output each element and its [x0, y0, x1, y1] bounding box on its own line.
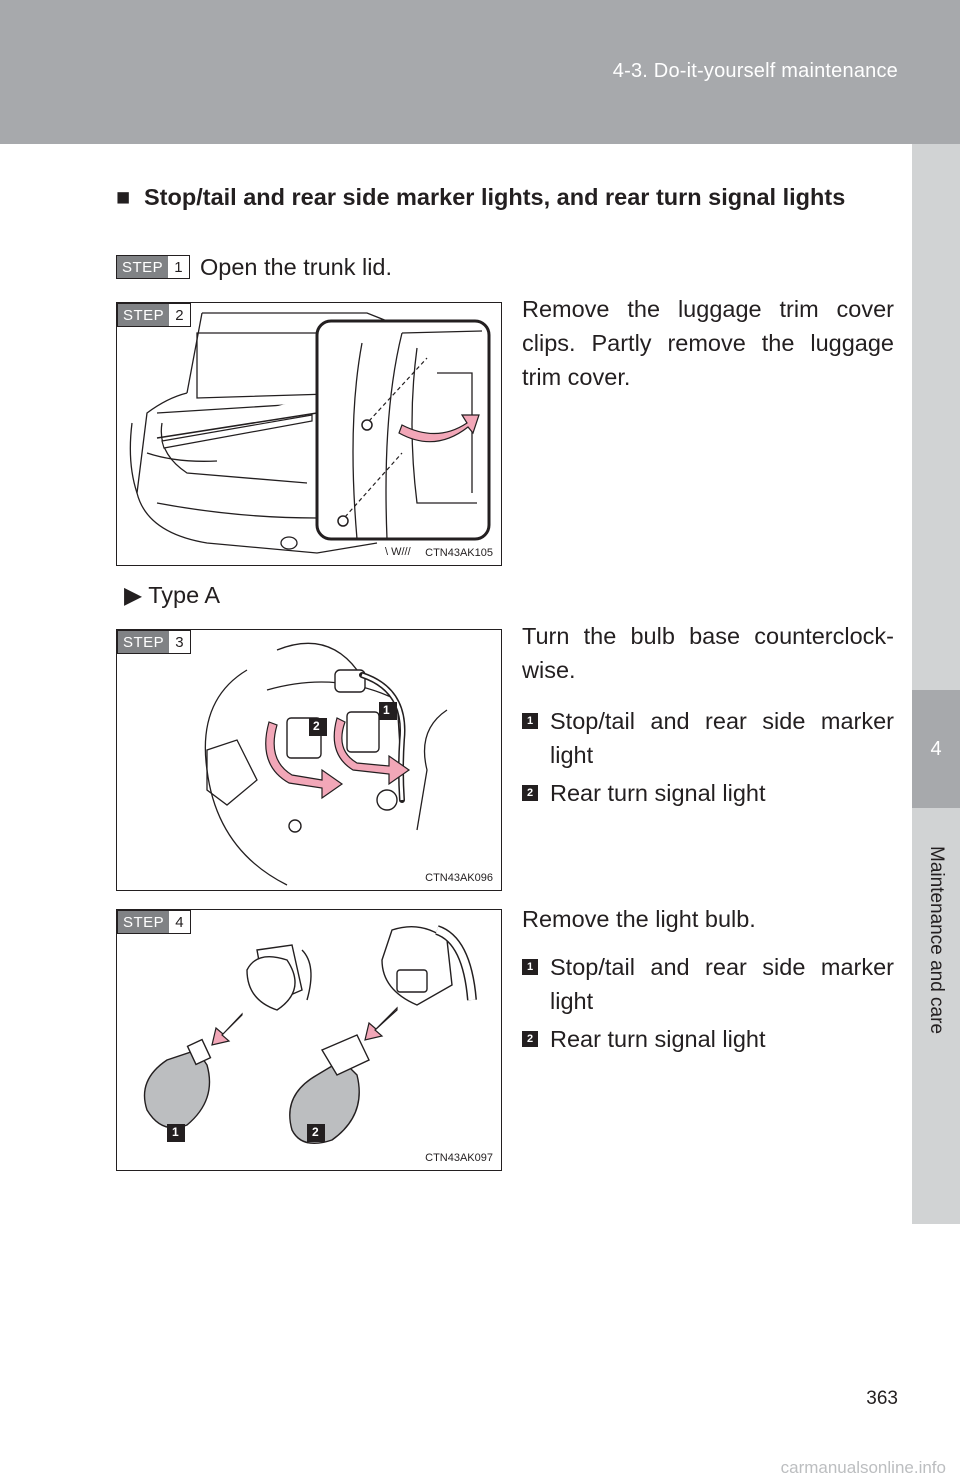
heading-text: Stop/tail and rear side marker lights, a…	[144, 184, 846, 210]
light-bulb-figure: 1 2 STEP 4 CTN43AK097	[116, 909, 502, 1171]
square-bullet-icon: ■	[116, 184, 131, 210]
trunk-illustration: \ W///	[129, 312, 491, 558]
bulb-base-illustration	[204, 642, 448, 886]
figure-code: CTN43AK105	[425, 547, 493, 559]
play-arrow-icon: ▶	[124, 582, 143, 608]
section-title: 4-3. Do-it-yourself maintenance	[612, 60, 898, 82]
number-2-icon: 2	[522, 1031, 538, 1047]
step-4-text: Remove the light bulb.	[522, 906, 756, 932]
watermark: carmanualsonline.info	[780, 1458, 946, 1477]
chapter-side-tab	[912, 144, 960, 1224]
figure-code: CTN43AK097	[425, 1152, 493, 1164]
chapter-label: Maintenance and care	[926, 845, 947, 1035]
chapter-number: 4	[912, 690, 960, 808]
number-1-icon: 1	[522, 959, 538, 975]
page-number: 363	[866, 1388, 898, 1409]
list-item: 2 Rear turn signal light	[522, 776, 894, 810]
step-2-text: Remove the luggage trim cover clips. Par…	[522, 296, 894, 390]
light-bulb-illustration	[143, 925, 477, 1144]
callout-1: 1	[383, 703, 390, 717]
step-3-text: Turn the bulb base counterclock-wise.	[522, 623, 894, 683]
step-3-badge: STEP 3	[117, 630, 191, 654]
figure-code: CTN43AK096	[425, 872, 493, 884]
step-1-text: Open the trunk lid.	[200, 254, 393, 280]
svg-text:\ W///: \ W///	[385, 546, 412, 558]
bulb-base-figure: 1 2 STEP 3 CTN43AK096	[116, 629, 502, 891]
trunk-trim-figure: \ W/// STEP 2 CTN43AK105	[116, 302, 502, 566]
section-heading: ■ Stop/tail and rear side marker lights,…	[116, 180, 894, 214]
list-item: 1 Stop/tail and rear side marker light	[522, 950, 894, 1018]
list-item: 2 Rear turn signal light	[522, 1022, 894, 1056]
page-header: 4-3. Do-it-yourself maintenance	[0, 0, 960, 144]
callout-1: 1	[172, 1125, 179, 1139]
step-2-badge: STEP 2	[117, 303, 191, 327]
number-1-icon: 1	[522, 713, 538, 729]
list-item: 1 Stop/tail and rear side marker light	[522, 704, 894, 772]
type-a-label: ▶ Type A	[124, 582, 221, 608]
step-1-badge: STEP 1	[116, 255, 190, 279]
callout-2: 2	[313, 719, 320, 733]
callout-2: 2	[312, 1125, 319, 1139]
number-2-icon: 2	[522, 785, 538, 801]
step-4-badge: STEP 4	[117, 910, 191, 934]
